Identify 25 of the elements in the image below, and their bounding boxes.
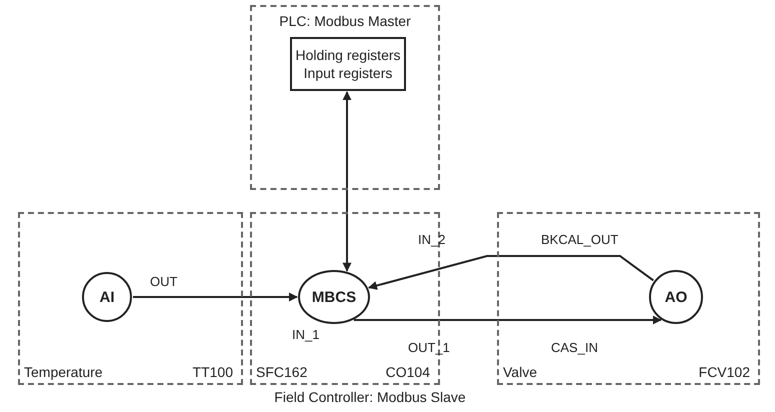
group-label: PLC: Modbus Master: [278, 13, 412, 29]
group-label: Temperature: [24, 364, 103, 380]
group-label: Valve: [503, 364, 537, 380]
group-label: SFC162: [256, 364, 308, 380]
arrow: [133, 292, 298, 302]
group-label: TT100: [192, 364, 233, 380]
dashed-group-box: [497, 212, 760, 385]
register-box: Holding registers Input registers: [290, 37, 406, 91]
group-label: CO104: [386, 364, 430, 380]
arrow: [342, 91, 352, 272]
port-label: BKCAL_OUT: [541, 232, 618, 247]
port-label: OUT_1: [408, 340, 450, 355]
function-block-circle: AI: [82, 272, 132, 322]
arrow: [368, 255, 654, 290]
port-label: OUT: [150, 274, 178, 289]
port-label: CAS_IN: [551, 340, 598, 355]
arrow: [354, 316, 662, 324]
dashed-group-box: [18, 212, 243, 385]
caption: Field Controller: Modbus Slave: [273, 389, 467, 405]
dashed-group-box: [250, 5, 440, 190]
group-label: FCV102: [698, 364, 750, 380]
port-label: IN_2: [418, 232, 446, 247]
port-label: IN_1: [292, 327, 320, 342]
function-block-circle: AO: [649, 270, 703, 324]
function-block-ellipse: MBCS: [298, 270, 370, 324]
